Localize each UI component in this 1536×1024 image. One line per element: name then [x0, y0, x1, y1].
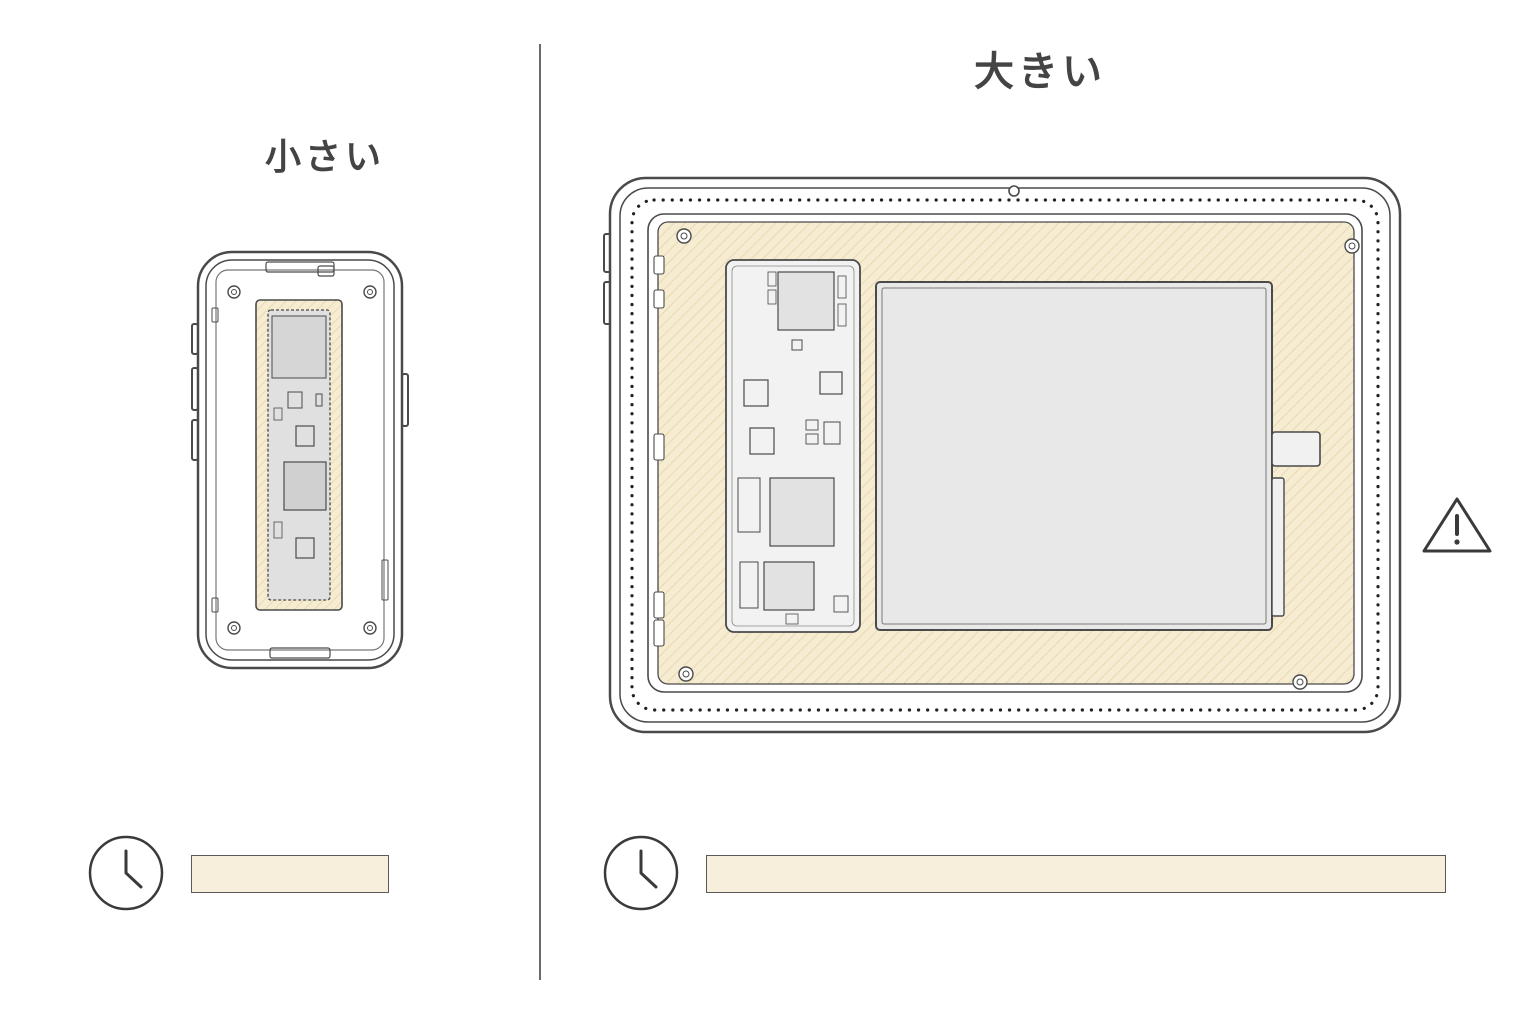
small-time-bar-fill	[192, 856, 388, 892]
warning-triangle-icon	[1422, 497, 1492, 553]
clock-icon	[88, 835, 164, 911]
small-panel-title: 小さい	[264, 137, 385, 178]
large-panel-title: 大きい	[974, 49, 1106, 95]
small-time-bar	[191, 855, 389, 893]
panel-divider	[539, 44, 541, 980]
large-device-illustration	[603, 176, 1402, 734]
large-time-bar-fill	[707, 856, 1445, 892]
small-device-illustration	[191, 250, 409, 670]
large-time-bar	[706, 855, 1446, 893]
clock-icon	[603, 835, 679, 911]
